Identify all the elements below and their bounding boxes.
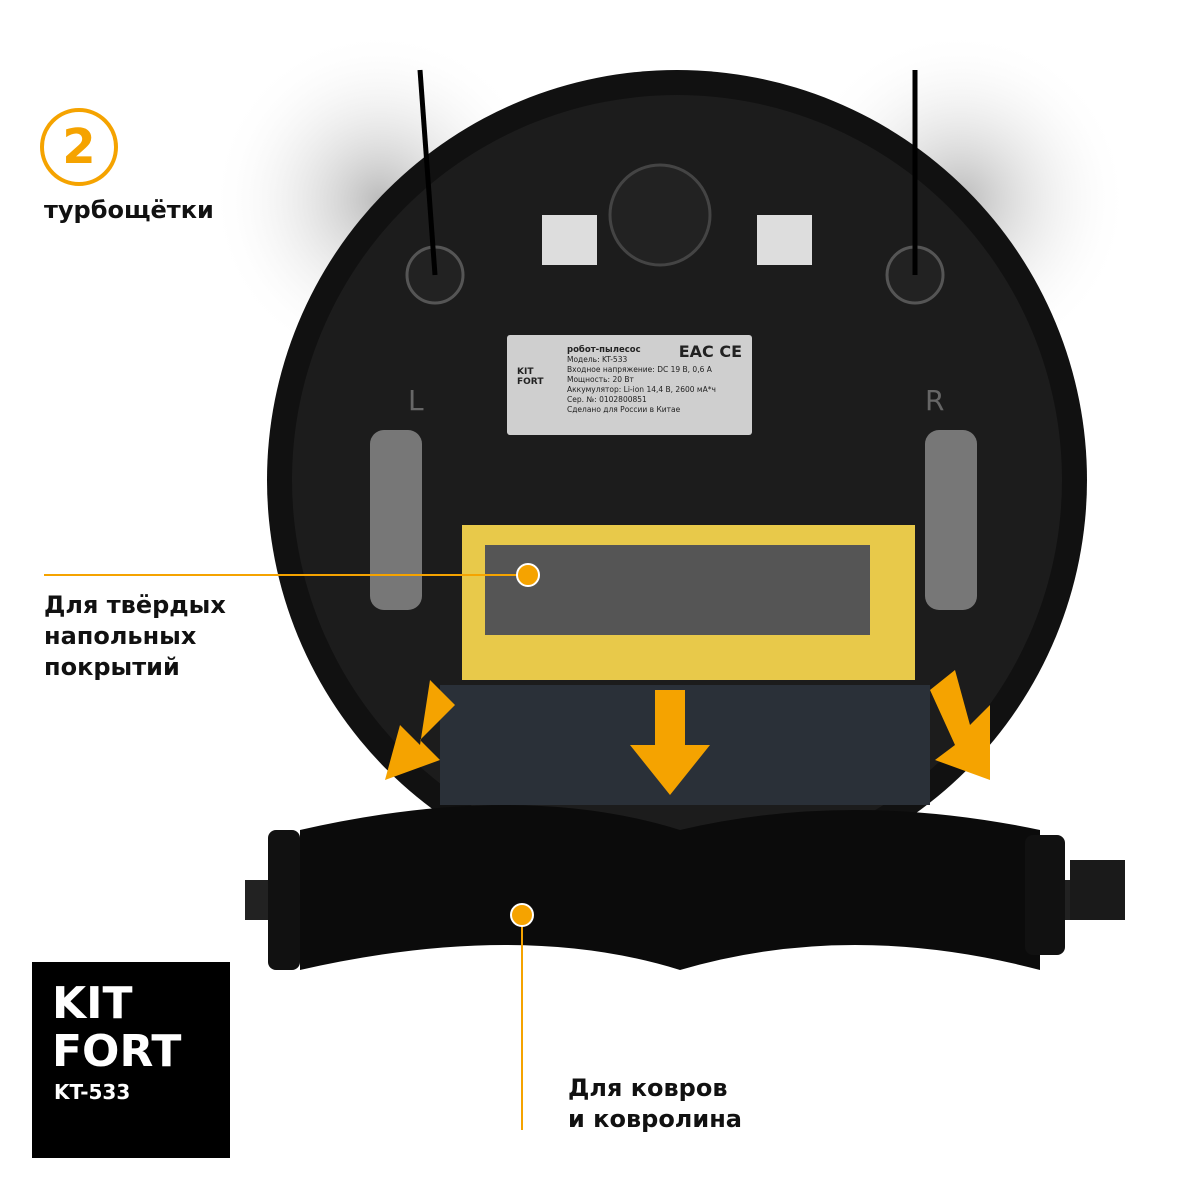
label-origin: Сделано для России в Китае bbox=[567, 405, 681, 414]
cliff-sensor bbox=[757, 215, 812, 265]
label-power: Мощность: 20 Вт bbox=[567, 375, 634, 384]
product-rating-label: KIT FORT робот-пылесос Модель: KT-533 Вх… bbox=[507, 335, 752, 435]
bristle-brush-roll bbox=[245, 805, 1125, 970]
wheel-label-left: L bbox=[408, 384, 424, 417]
model-number: KT-533 bbox=[54, 1080, 131, 1104]
wheel-left bbox=[370, 430, 422, 610]
callout-hard-floor: Для твёрдых напольных покрытий bbox=[44, 591, 226, 681]
wheel-right bbox=[925, 430, 977, 610]
feature-title: турбощётки bbox=[44, 196, 214, 224]
callout-dot bbox=[516, 563, 540, 587]
cliff-sensor bbox=[542, 215, 597, 265]
rubber-brush-roll bbox=[485, 545, 870, 635]
label-serial: Сер. №: 0102800851 bbox=[567, 395, 647, 404]
label-battery: Аккумулятор: Li-ion 14,4 В, 2600 мА*ч bbox=[567, 385, 716, 394]
feature-number-badge: 2 bbox=[40, 108, 118, 186]
label-model: Модель: KT-533 bbox=[567, 355, 628, 364]
front-caster-wheel bbox=[608, 163, 712, 267]
label-title: робот-пылесос bbox=[567, 345, 641, 355]
brand-name: KIT FORT bbox=[52, 978, 182, 1077]
callout-carpet: Для ковров и ковролина bbox=[568, 1074, 742, 1133]
callout-dot bbox=[510, 903, 534, 927]
label-logo: KIT FORT bbox=[517, 367, 544, 387]
label-input: Входное напряжение: DC 19 В, 0,6 А bbox=[567, 365, 712, 374]
orange-arrows bbox=[385, 670, 990, 795]
brand-logo: KIT FORT KT-533 bbox=[32, 962, 230, 1158]
wheel-label-right: R bbox=[925, 384, 944, 417]
certification-marks: EAC CE bbox=[678, 342, 742, 361]
